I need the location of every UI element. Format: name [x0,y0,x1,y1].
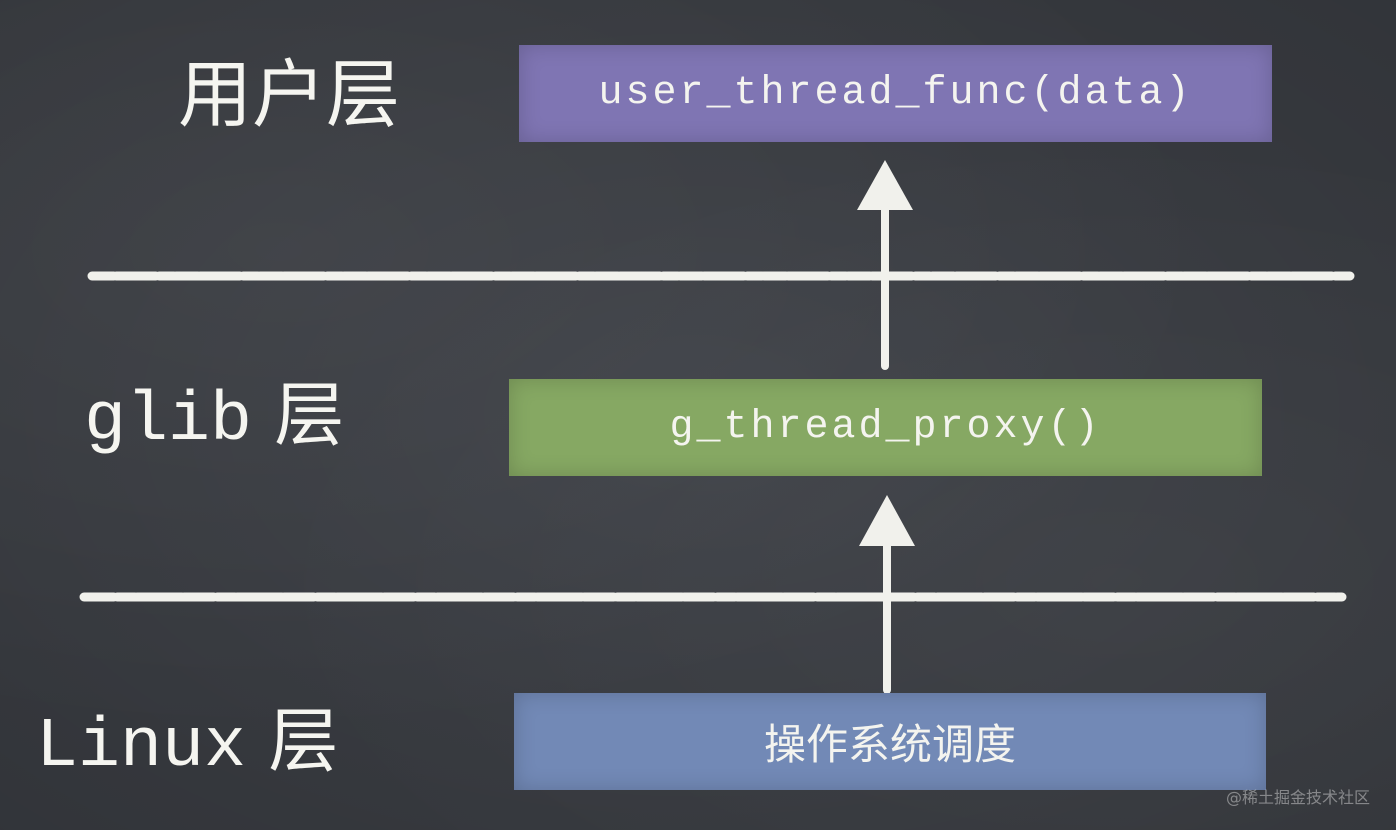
watermark: @稀土掘金技术社区 [1225,788,1370,807]
linux-layer-label: Linux 层 [36,706,338,783]
user-thread-func-box: user_thread_func(data) [519,45,1272,142]
glib-layer-label: glib 层 [84,380,344,457]
glib-layer-name: glib [84,382,253,461]
os-scheduling-box: 操作系统调度 [514,693,1266,790]
user-box-text: user_thread_func(data) [598,71,1193,116]
linux-box-text: 操作系统调度 [763,720,1016,769]
g-thread-proxy-box: g_thread_proxy() [509,379,1262,476]
linux-layer-name: Linux [36,708,247,787]
glib-box-text: g_thread_proxy() [669,405,1102,450]
user-layer-label: 用户层 [178,52,400,138]
arrow-head-upper [857,160,913,210]
linux-layer-suffix: 层 [268,700,339,782]
arrow-head-lower [859,495,915,546]
glib-layer-suffix: 层 [274,374,345,456]
